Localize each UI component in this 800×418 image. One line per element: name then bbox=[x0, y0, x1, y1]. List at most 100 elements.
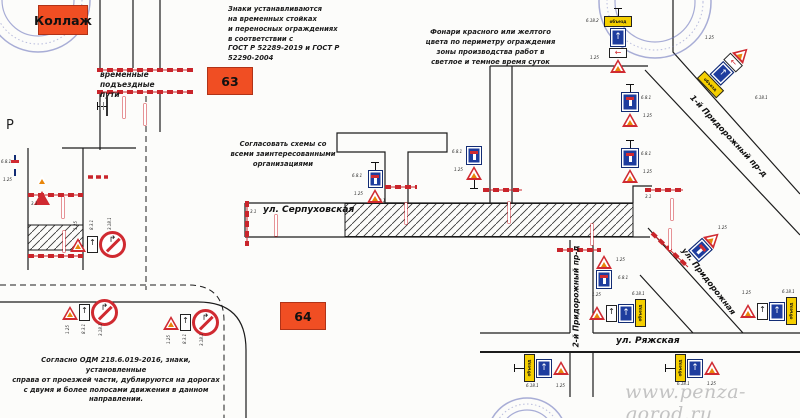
sign-code: 6.8.1 bbox=[1, 159, 12, 164]
road-curve-centerline bbox=[0, 284, 225, 418]
note-temp-access: временные подъездные пути bbox=[100, 70, 155, 99]
direction-plate bbox=[79, 304, 90, 321]
sign-group-ryazhskaya-3: объезд bbox=[524, 354, 569, 382]
detour-sign: объезд bbox=[524, 354, 535, 382]
sign-code: 6.8.1 bbox=[618, 275, 629, 280]
road-temp-access bbox=[99, 0, 161, 150]
sign-code: 3.18.1 bbox=[98, 323, 103, 336]
no-right-turn-sign bbox=[192, 309, 219, 336]
street-label-serpukhovskaya: ул. Серпуховская bbox=[263, 205, 355, 215]
sign-code: 3.1 bbox=[645, 194, 652, 199]
sign-code: 6.18.1 bbox=[632, 291, 645, 296]
work-zone-serpukhovskaya bbox=[344, 203, 634, 237]
road-pridorozhny1-south bbox=[644, 69, 800, 236]
sign-code: 3.18.1 bbox=[199, 333, 204, 346]
sign-code: 6.8.1 bbox=[641, 151, 652, 156]
dead-end-sign bbox=[621, 148, 639, 168]
road-works-sign bbox=[367, 189, 383, 203]
sign-code: 1.25 bbox=[354, 191, 363, 196]
sign-code: 1.25 bbox=[73, 221, 78, 230]
sign-code: 6.18.1 bbox=[677, 381, 690, 386]
detour-sign: объезд bbox=[675, 354, 686, 382]
sign-code: 6.18.1 bbox=[782, 289, 795, 294]
road-works-sign bbox=[466, 166, 482, 180]
sign-code: 6.8.1 bbox=[452, 149, 463, 154]
road-works-sign bbox=[622, 169, 638, 183]
sign-stack-t-island bbox=[366, 162, 384, 203]
sign-code: 8.3.1 bbox=[89, 219, 94, 230]
road-works-sign bbox=[34, 172, 50, 205]
no-right-turn-sign bbox=[99, 231, 126, 258]
road-works-sign bbox=[704, 361, 720, 375]
sign-group-curve-2 bbox=[163, 309, 219, 336]
sign-code: 1.25 bbox=[643, 169, 652, 174]
road-works-sign bbox=[622, 113, 638, 127]
dead-end-sign bbox=[14, 155, 16, 176]
detour-direction-sign bbox=[610, 28, 626, 47]
marker-63: 63 bbox=[207, 67, 253, 95]
direction-plate bbox=[606, 304, 617, 322]
detour-direction-sign bbox=[536, 358, 552, 378]
sign-code: 1.25 bbox=[705, 35, 714, 40]
direction-plate bbox=[87, 236, 98, 253]
sign-group-ryazhskaya-1: объезд bbox=[589, 299, 646, 327]
detour-direction-sign bbox=[769, 301, 785, 321]
detour-label: объезд bbox=[788, 302, 794, 320]
note-signs-mounting: Знаки устанавливаются на временных стойк… bbox=[228, 5, 340, 63]
dead-end-sign bbox=[367, 170, 383, 188]
marker-64: 64 bbox=[280, 302, 326, 330]
note-coordination: Согласовать схемы со всеми заинтересован… bbox=[230, 140, 336, 168]
sign-group-curve-1 bbox=[62, 299, 118, 326]
sign-code: 1.25 bbox=[707, 381, 716, 386]
road-works-sign bbox=[589, 306, 605, 320]
detour-direction-sign bbox=[618, 303, 634, 323]
detour-label: объезд bbox=[526, 359, 532, 377]
dead-end-sign bbox=[596, 270, 612, 289]
detour-sign: объезд bbox=[635, 299, 646, 327]
sign-code: 6.18.1 bbox=[755, 95, 768, 100]
sign-code: 6.8.1 bbox=[641, 95, 652, 100]
sign-code: 1.25 bbox=[718, 225, 727, 230]
sign-stack-street-b bbox=[465, 146, 483, 189]
sign-code: 6.8.1 bbox=[352, 173, 363, 178]
detour-label: объезд bbox=[609, 18, 627, 24]
detour-arrow-plate bbox=[609, 48, 627, 58]
street-label-pridorozhny2: 2-й Придорожный пр-д bbox=[571, 245, 581, 348]
sign-group-detour-left-road bbox=[70, 231, 126, 258]
road-serpukhovskaya bbox=[244, 185, 652, 238]
sign-code: 3.1 bbox=[31, 201, 38, 206]
street-label-ryazhskaya: ул. Ряжская bbox=[616, 336, 680, 346]
sign-code: 3.1 bbox=[250, 209, 257, 214]
sign-group-ryazhskaya-2: объезд bbox=[740, 297, 797, 325]
road-curve-outer bbox=[0, 301, 247, 418]
road-works-sign bbox=[740, 304, 756, 318]
dead-end-sign bbox=[466, 146, 482, 165]
detour-label: объезд bbox=[677, 359, 683, 377]
sign-code: 1.25 bbox=[592, 292, 601, 297]
sign-code: 3.18.1 bbox=[107, 217, 112, 230]
detour-sign: объезд bbox=[786, 297, 797, 325]
sign-code: 1.25 bbox=[556, 383, 565, 388]
detour-sign: объезд bbox=[604, 16, 632, 27]
sign-code: 8.3.1 bbox=[182, 333, 187, 344]
road-pridorozhny2 bbox=[569, 240, 594, 397]
detour-label: объезд bbox=[637, 304, 643, 322]
road-works-sign bbox=[70, 237, 86, 252]
sign-code: 6.18.2 bbox=[586, 18, 599, 23]
road-pridorozhny1-north bbox=[672, 0, 800, 195]
sign-code: 1.25 bbox=[166, 335, 171, 344]
sign-code: 1.25 bbox=[65, 325, 70, 334]
road-works-sign bbox=[62, 305, 78, 320]
sign-code: 1.25 bbox=[643, 113, 652, 118]
road-pridorozhnaya bbox=[639, 227, 744, 334]
sign-stack-block-1 bbox=[621, 84, 639, 127]
sign-code: 8.3.1 bbox=[81, 323, 86, 334]
sign-code: 1.25 bbox=[590, 55, 599, 60]
sign-group-ryazhskaya-4: объезд bbox=[675, 354, 720, 382]
sign-stack-block-2 bbox=[621, 140, 639, 183]
stamp-seals bbox=[0, 0, 712, 418]
road-works-sign bbox=[596, 255, 612, 269]
direction-plate bbox=[180, 314, 191, 331]
